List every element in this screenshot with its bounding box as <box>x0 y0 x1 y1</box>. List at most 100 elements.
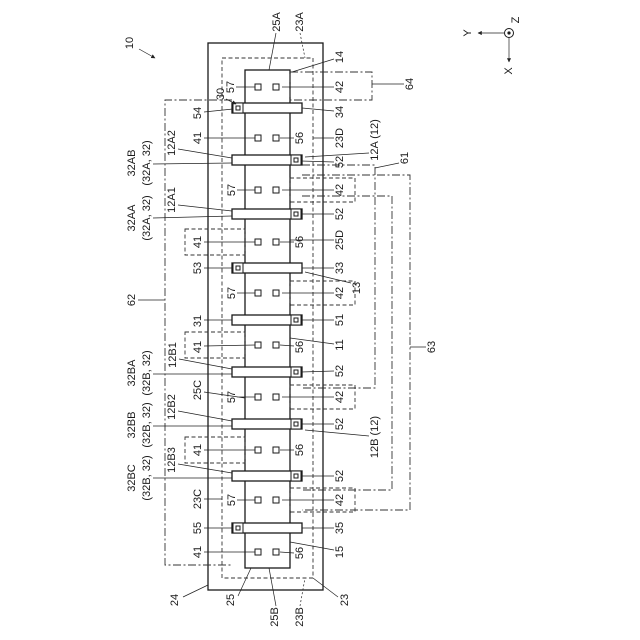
label-wiring-12b: 12B (12) <box>369 416 381 458</box>
label-electrode-34: 34 <box>334 106 346 118</box>
axis-indicator <box>478 29 514 63</box>
label-cell-42: 42 <box>334 81 346 93</box>
label-cell-42: 42 <box>334 391 346 403</box>
cell-contact <box>273 84 279 90</box>
label-electrode-31: 31 <box>192 315 204 327</box>
label-column-25d: 25D <box>334 230 346 250</box>
label-cell-57: 57 <box>225 81 237 93</box>
label-wiring-12a: 12A (12) <box>369 119 381 161</box>
contact-52 <box>291 155 301 165</box>
label-cell-56: 56 <box>294 236 306 248</box>
cell-contact <box>273 447 279 453</box>
contact-51 <box>291 315 301 325</box>
cell-contact <box>255 239 261 245</box>
label-region-23c: 23C <box>192 489 204 509</box>
label-region-bottom: 23B <box>294 607 306 627</box>
label-wire-12a1: 12A1 <box>166 187 178 213</box>
cell-contact <box>255 84 261 90</box>
cell-contact <box>255 447 261 453</box>
label-column-25c: 25C <box>192 380 204 400</box>
contact-55 <box>233 523 243 533</box>
label-electrode-32bb-sub: (32B, 32) <box>141 402 153 447</box>
label-box-64: 64 <box>404 78 416 90</box>
label-cell-42: 42 <box>334 287 346 299</box>
cell-contact <box>273 290 279 296</box>
label-device: 10 <box>124 37 136 49</box>
label-unit-14: 14 <box>334 51 346 63</box>
label-box-61: 61 <box>399 152 411 164</box>
label-axis-x: X <box>503 67 515 75</box>
label-cell-56: 56 <box>294 341 306 353</box>
label-electrode-32ba-sub: (32B, 32) <box>141 350 153 395</box>
label-ref-13: 13 <box>351 282 363 294</box>
label-wire-12a2: 12A2 <box>166 130 178 156</box>
label-contact-54: 54 <box>192 107 204 119</box>
label-cell-57: 57 <box>226 184 238 196</box>
cell-contact <box>255 290 261 296</box>
label-cell-41: 41 <box>192 341 204 353</box>
label-box-63: 63 <box>426 341 438 353</box>
label-ref-15: 15 <box>334 546 346 558</box>
label-contact-52: 52 <box>334 418 346 430</box>
cell-contact <box>255 497 261 503</box>
label-cell-56: 56 <box>294 444 306 456</box>
cell-contact <box>255 394 261 400</box>
label-region: 23 <box>339 594 351 606</box>
label-contact-53: 53 <box>192 262 204 274</box>
label-cell-42: 42 <box>334 184 346 196</box>
label-axis-y: Y <box>462 29 474 37</box>
label-region-23d: 23D <box>334 128 346 148</box>
label-contact-51: 51 <box>334 314 346 326</box>
label-cell-56: 56 <box>294 132 306 144</box>
label-contact-52: 52 <box>334 208 346 220</box>
cell-contact <box>255 342 261 348</box>
label-electrode-32aa-sub: (32A, 32) <box>141 195 153 240</box>
label-electrode-32ab-sub: (32A, 32) <box>141 140 153 185</box>
z-axis-dot-icon <box>507 31 510 34</box>
label-column: 25 <box>225 594 237 606</box>
label-electrode-35: 35 <box>334 522 346 534</box>
device-arrow <box>139 49 155 58</box>
label-cell-57: 57 <box>226 287 238 299</box>
label-electrode-33: 33 <box>334 262 346 274</box>
label-contact-52: 52 <box>334 365 346 377</box>
label-column-top: 25A <box>271 12 283 32</box>
label-box-62: 62 <box>126 294 138 306</box>
label-wire-12b2: 12B2 <box>166 394 178 420</box>
contact-52 <box>291 209 301 219</box>
label-electrode-32ba: 32BA <box>126 359 138 387</box>
label-electrode-32bc-sub: (32B, 32) <box>141 455 153 500</box>
label-electrode-32ab: 32AB <box>126 150 138 177</box>
contact-54 <box>233 103 243 113</box>
label-column-bottom: 25B <box>269 607 281 627</box>
region-63-outline <box>302 175 410 510</box>
contact-52 <box>291 471 301 481</box>
label-cell-41: 41 <box>192 132 204 144</box>
cell-contact <box>273 239 279 245</box>
label-cell-42: 42 <box>334 494 346 506</box>
contact-52 <box>291 367 301 377</box>
label-electrode-32aa: 32AA <box>126 204 138 232</box>
label-cell-57: 57 <box>226 494 238 506</box>
label-cell-41: 41 <box>192 236 204 248</box>
cell-contact <box>273 549 279 555</box>
cell-contact <box>255 187 261 193</box>
label-cell-41: 41 <box>192 546 204 558</box>
label-cell-41: 41 <box>192 444 204 456</box>
cell-contact <box>273 394 279 400</box>
label-contact-52: 52 <box>334 156 346 168</box>
contact-52 <box>291 419 301 429</box>
label-substrate: 24 <box>169 594 181 606</box>
box-64-outline <box>290 72 372 100</box>
label-electrode-32bb: 32BB <box>126 412 138 439</box>
label-wire-12b3: 12B3 <box>166 447 178 473</box>
cell-contact <box>273 497 279 503</box>
label-ref-11: 11 <box>334 339 346 350</box>
cell-contact <box>273 187 279 193</box>
label-wire-12b1: 12B1 <box>167 342 179 368</box>
label-region-top: 23A <box>294 12 306 32</box>
cell-contact <box>255 135 261 141</box>
label-contact-55: 55 <box>192 522 204 534</box>
